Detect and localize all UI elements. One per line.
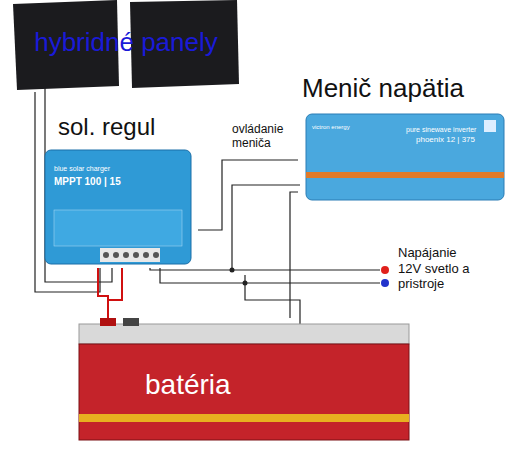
qr-code xyxy=(484,120,496,132)
spec-panel xyxy=(54,210,182,246)
plus-terminal xyxy=(381,266,389,274)
node-title: Menič napätia xyxy=(302,74,464,103)
wire xyxy=(98,268,108,318)
solar-panels: hybridné panely xyxy=(5,0,245,92)
device-print: pure sinewave inverter xyxy=(406,126,476,134)
load-label: Napájanie 12V svetlo a pristroje xyxy=(398,245,476,292)
terminal-block xyxy=(100,248,160,262)
terminal xyxy=(123,318,139,326)
wire xyxy=(198,160,298,230)
inverter: Menič napätia victron energy pure sinewave… xyxy=(298,72,510,204)
node-title: hybridné panely xyxy=(15,28,237,57)
battery-minus-wire xyxy=(245,275,300,330)
battery-drawing xyxy=(75,318,413,444)
terminal-screw xyxy=(133,252,139,258)
battery-case xyxy=(79,344,409,440)
device-print: phoenix 12 | 375 xyxy=(416,136,475,145)
junction-dot xyxy=(230,268,235,273)
load-wire xyxy=(150,268,380,270)
wire xyxy=(290,192,298,318)
terminal-screw xyxy=(113,252,119,258)
stripe xyxy=(79,414,409,422)
orange-stripe xyxy=(306,172,504,178)
device-print: MPPT 100 | 15 xyxy=(54,176,121,187)
control-label: ovládanie meniča xyxy=(232,122,304,151)
battery-lid xyxy=(79,324,409,344)
terminal xyxy=(100,318,116,326)
junction-dot xyxy=(243,281,248,286)
terminal-screw xyxy=(123,252,129,258)
minus-terminal xyxy=(381,279,389,287)
device-print: blue solar charger xyxy=(54,165,110,173)
terminal-screw xyxy=(143,252,149,258)
device-print: victron energy xyxy=(312,124,350,131)
terminal-screw xyxy=(153,252,159,258)
controller-housing xyxy=(45,150,191,264)
battery: batéria xyxy=(75,318,413,444)
node-title: sol. regul xyxy=(58,114,155,140)
load-wire xyxy=(160,268,380,283)
node-title: batéria xyxy=(145,370,231,401)
charge-controller: sol. regul blue solar chargerMPPT 100 | 1… xyxy=(40,110,198,268)
inverter-housing xyxy=(306,114,504,200)
battery-wire xyxy=(108,268,122,322)
terminal-screw xyxy=(103,252,109,258)
